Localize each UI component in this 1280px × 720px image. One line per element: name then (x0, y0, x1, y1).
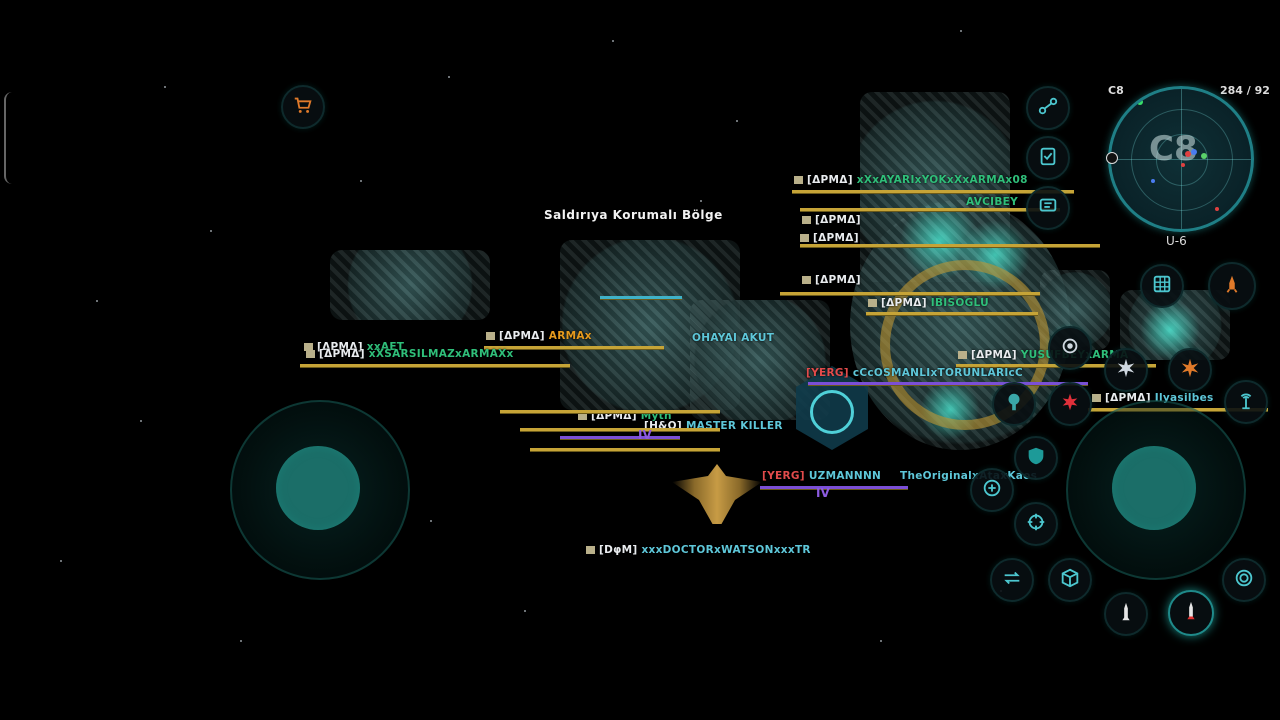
swap-route-icon (1037, 95, 1059, 121)
target-lock-icon (1059, 335, 1081, 361)
player-label: [ΔΡΜΔ] xxAET (304, 341, 404, 353)
minimap-coords: 284 / 92 (1220, 84, 1270, 97)
minimap[interactable]: C8 (1108, 86, 1254, 232)
swap-button[interactable] (990, 558, 1034, 602)
rank-mark: IV (816, 486, 830, 500)
burst-button[interactable] (1168, 348, 1212, 392)
rocket-gear-icon (1221, 273, 1243, 299)
repair-button[interactable] (970, 468, 1014, 512)
player-label: [ΔΡΜΔ] xXxAYARIxYOKxXxARMAx08 (794, 174, 1028, 186)
cloak-icon (1233, 567, 1255, 593)
player-label: [ΔΡΜΔ] (802, 274, 861, 286)
missile-icon (1115, 601, 1137, 627)
player-label: [ΔΡΜΔ] IBISOGLU (868, 297, 989, 309)
checklist-icon (1037, 145, 1059, 171)
swap-icon (1001, 567, 1023, 593)
aim-joystick[interactable] (1066, 400, 1246, 580)
minimap-sector-big: C8 (1149, 129, 1198, 169)
edge-handle[interactable] (4, 92, 14, 184)
minimap-sub-label: U-6 (1166, 234, 1187, 248)
player-label: [DφM] xxxDOCTORxWATSONxxxTR (586, 544, 811, 556)
minimap-sector-label: C8 (1108, 84, 1124, 97)
player-label: AVCIBEY (966, 196, 1019, 208)
grid-menu-button[interactable] (1140, 264, 1184, 308)
rocket-upgrade-button[interactable] (1208, 262, 1256, 310)
minimap-zoom-handle[interactable] (1106, 152, 1118, 164)
chat-button[interactable] (1026, 186, 1070, 230)
player-label: OHAYAI AKUT (692, 332, 775, 344)
missile-button[interactable] (1104, 592, 1148, 636)
shield-icon (1025, 445, 1047, 471)
explosion-icon (1003, 391, 1025, 417)
player-label: [YERG] UZMANNNN (762, 470, 882, 482)
cargo-box-icon (1059, 567, 1081, 593)
cloak-button[interactable] (1222, 558, 1266, 602)
zone-label: Saldırıya Korumalı Bölge (544, 208, 723, 222)
route-button[interactable] (1026, 86, 1070, 130)
grid-menu-icon (1151, 273, 1173, 299)
joystick-knob[interactable] (1112, 446, 1196, 530)
target-ring (810, 390, 854, 434)
explosion-icon (1115, 357, 1137, 383)
missions-button[interactable] (1026, 136, 1070, 180)
burst-icon (1179, 357, 1201, 383)
cargo-button[interactable] (1048, 558, 1092, 602)
player-label: TheOriginalxAtaxKaos (900, 470, 1038, 482)
antenna-button[interactable] (1224, 380, 1268, 424)
antenna-icon (1235, 389, 1257, 415)
player-label: [ΔΡΜΔ] Myth (578, 410, 672, 422)
player-label: [YERG] cCcOSMANLIxTORUNLARIcC (806, 367, 1024, 379)
rank-mark: IV (638, 428, 652, 442)
player-label: [ΔΡΜΔ] YUSUFBEYxARMA (958, 349, 1128, 361)
player-hp-bar (600, 296, 682, 299)
explosion-button[interactable] (1104, 348, 1148, 392)
player-label: [ΔΡΜΔ] xXSARSILMAZxARMAXx (306, 348, 514, 360)
player-label: [ΔΡΜΔ] ARMAx (486, 330, 592, 342)
movement-joystick[interactable] (230, 400, 410, 580)
nuke-button[interactable] (992, 382, 1036, 426)
red-burst-button[interactable] (1048, 382, 1092, 426)
red-burst-icon (1059, 391, 1081, 417)
crosshair-button[interactable] (1014, 502, 1058, 546)
target-lock-button[interactable] (1048, 326, 1092, 370)
repair-icon (981, 477, 1003, 503)
shop-button[interactable] (281, 85, 325, 129)
missile-active-icon (1180, 600, 1202, 626)
joystick-knob[interactable] (276, 446, 360, 530)
player-label: [ΔΡΜΔ] (802, 214, 861, 226)
shield-button[interactable] (1014, 436, 1058, 480)
player-label: [ΔΡΜΔ] (800, 232, 859, 244)
chat-icon (1037, 195, 1059, 221)
missile-active-button[interactable] (1168, 590, 1214, 636)
shopping-cart-icon (292, 94, 314, 120)
player-ship (672, 464, 762, 524)
crosshair-icon (1025, 511, 1047, 537)
